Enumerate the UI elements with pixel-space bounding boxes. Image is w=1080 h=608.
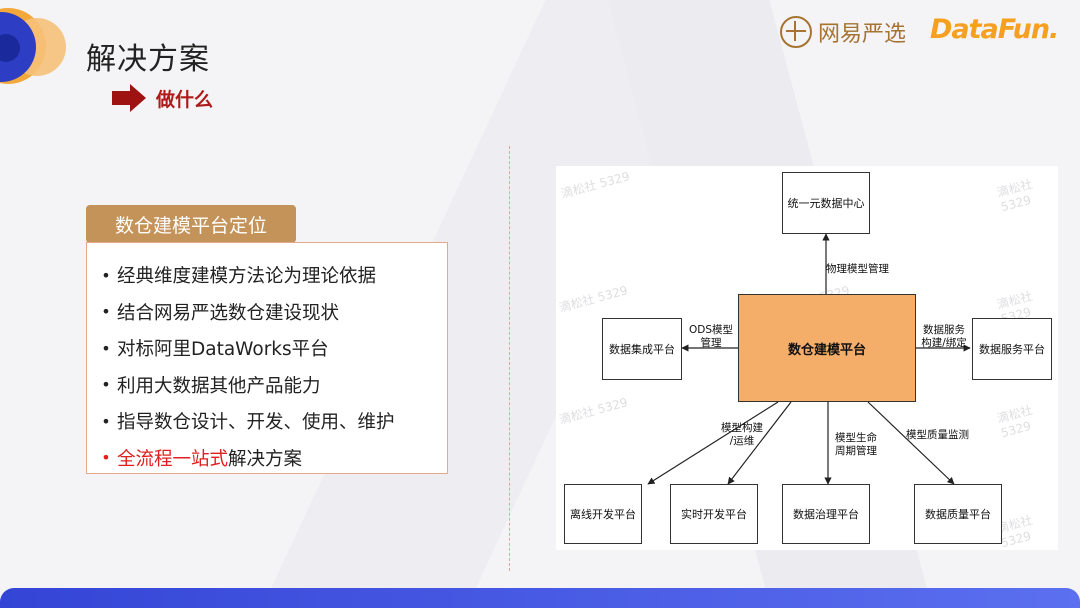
bullet-icon: • xyxy=(95,302,117,321)
node-realtime-dev-platform: 实时开发平台 xyxy=(670,484,758,544)
bullet-icon: • xyxy=(95,266,117,285)
subtitle-row: 做什么 xyxy=(112,84,213,112)
arrow-right-icon xyxy=(112,84,146,112)
page-title: 解决方案 xyxy=(86,34,210,78)
list-item-text: 结合网易严选数仓建设现状 xyxy=(117,299,339,325)
edge-label-ods-model: ODS模型 管理 xyxy=(684,324,738,350)
node-governance-platform: 数据治理平台 xyxy=(782,484,870,544)
list-item: •全流程一站式解决方案 xyxy=(87,440,447,477)
panel-heading: 数仓建模平台定位 xyxy=(86,205,296,243)
edge-label-model-build: 模型构建 /运维 xyxy=(712,422,772,448)
architecture-diagram: 滴松社 5329 滴松社 5329 滴松社 5329 滴松社 5329 滴松社 … xyxy=(556,166,1058,550)
footer-bar xyxy=(0,588,1080,608)
bullet-icon: • xyxy=(95,375,117,394)
edge-label-line: 模型构建 xyxy=(712,422,772,435)
edge-label-line: 构建/绑定 xyxy=(916,337,972,350)
edge-label-data-service: 数据服务 构建/绑定 xyxy=(916,324,972,350)
list-item-text: 利用大数据其他产品能力 xyxy=(117,372,321,398)
bullet-icon: • xyxy=(95,448,117,467)
list-item-text: 解决方案 xyxy=(228,445,302,471)
subtitle: 做什么 xyxy=(156,85,213,112)
list-item: •对标阿里DataWorks平台 xyxy=(87,330,447,367)
edge-label-lifecycle: 模型生命 周期管理 xyxy=(826,432,886,458)
list-item-text: 对标阿里DataWorks平台 xyxy=(117,335,329,361)
bullet-icon: • xyxy=(95,339,117,358)
logo-datafun: DataFun. xyxy=(930,14,1058,45)
list-item: •经典维度建模方法论为理论依据 xyxy=(87,257,447,294)
edge-label-line: 模型生命 xyxy=(826,432,886,445)
node-offline-dev-platform: 离线开发平台 xyxy=(564,484,642,544)
positioning-list: •经典维度建模方法论为理论依据 •结合网易严选数仓建设现状 •对标阿里DataW… xyxy=(87,243,447,476)
list-item: •结合网易严选数仓建设现状 xyxy=(87,294,447,331)
edge-label-line: 周期管理 xyxy=(826,445,886,458)
list-item: •利用大数据其他产品能力 xyxy=(87,367,447,404)
vertical-divider xyxy=(509,146,510,571)
edge-label-physical-model: 物理模型管理 xyxy=(826,263,889,276)
edge-label-line: 管理 xyxy=(684,337,738,350)
edge-label-quality-monitor: 模型质量监测 xyxy=(906,429,969,442)
node-modeling-platform: 数仓建模平台 xyxy=(738,294,916,402)
edge-label-line: ODS模型 xyxy=(684,324,738,337)
list-item-highlight: 全流程一站式 xyxy=(117,445,228,471)
node-metadata-center: 统一元数据中心 xyxy=(782,172,870,234)
logo-yanxuan-text: 网易严选 xyxy=(818,16,906,48)
node-quality-platform: 数据质量平台 xyxy=(914,484,1002,544)
logo-yanxuan: 网易严选 xyxy=(780,16,906,48)
node-integration-platform: 数据集成平台 xyxy=(602,318,682,380)
bullet-icon: • xyxy=(95,412,117,431)
node-service-platform: 数据服务平台 xyxy=(972,318,1052,380)
positioning-panel: •经典维度建模方法论为理论依据 •结合网易严选数仓建设现状 •对标阿里DataW… xyxy=(86,242,448,474)
list-item: •指导数仓设计、开发、使用、维护 xyxy=(87,403,447,440)
edge-label-line: /运维 xyxy=(712,435,772,448)
edge-label-line: 数据服务 xyxy=(916,324,972,337)
yanxuan-mark-icon xyxy=(780,16,812,48)
list-item-text: 经典维度建模方法论为理论依据 xyxy=(117,262,376,288)
list-item-text: 指导数仓设计、开发、使用、维护 xyxy=(117,408,395,434)
